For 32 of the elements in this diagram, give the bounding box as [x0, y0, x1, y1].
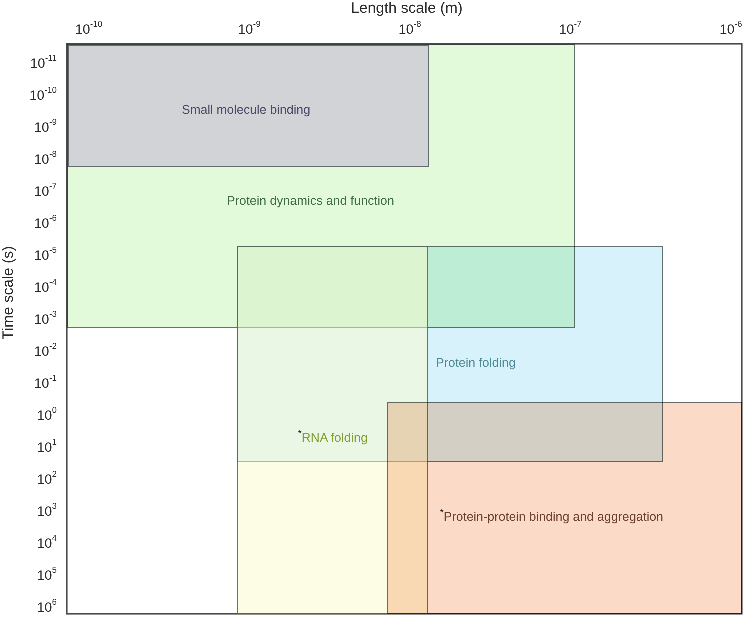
tick-label: 10$^{2}$ [37, 472, 57, 488]
tick-label: 10$^{-5}$ [34, 248, 57, 264]
tick-label: 10$^{-2}$ [34, 344, 57, 360]
tick-label: 10$^{1}$ [37, 440, 57, 456]
tick-label: 10$^{-1}$ [34, 376, 57, 392]
axis-title: Time scale (s) [1, 246, 17, 340]
axis-title: Length scale (m) [351, 1, 463, 17]
tick-label: 10$^{-8}$ [34, 152, 57, 168]
tick-label: 10$^{6}$ [37, 600, 57, 616]
tick-label: 10$^{-9}$ [238, 22, 261, 38]
tick-label: 10$^{-7}$ [34, 184, 57, 200]
tick-label: 10$^{-10}$ [75, 22, 103, 38]
tick-label: 10$^{-10}$ [30, 88, 57, 104]
tick-label: 10$^{-11}$ [30, 56, 57, 72]
shaded-region [387, 402, 742, 614]
tick-label: 10$^{-9}$ [34, 120, 57, 136]
tick-label: 10$^{0}$ [37, 408, 57, 424]
tick-label: 10$^{3}$ [37, 504, 57, 520]
tick-label: 10$^{-6}$ [34, 216, 57, 232]
tick-label: 10$^{-3}$ [34, 312, 57, 328]
region-label: Small molecule binding [182, 103, 311, 118]
tick-label: 10$^{5}$ [37, 568, 57, 584]
tick-label: 10$^{-7}$ [559, 22, 582, 38]
region-label: Protein folding [436, 356, 516, 371]
tick-label: 10$^{-6}$ [720, 22, 742, 38]
tick-label: 10$^{-8}$ [398, 22, 422, 38]
tick-label: 10$^{4}$ [37, 536, 57, 552]
tick-label: 10$^{-4}$ [34, 280, 57, 296]
shaded-region [68, 45, 429, 167]
region-label: $^{*}$RNA folding [298, 431, 368, 446]
region-label: Protein dynamics and function [227, 194, 394, 209]
region-label: $^{*}$Protein-protein binding and aggregation [440, 510, 664, 525]
